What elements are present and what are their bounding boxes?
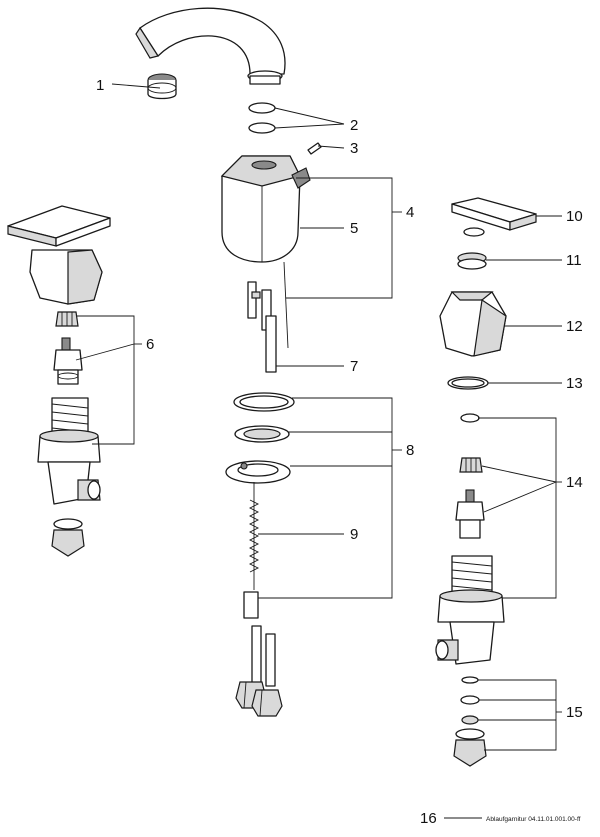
callout-numbers: 1 2 3 4 5 6 7 8 9 10 11 12 13 14 15 16 — [96, 77, 583, 827]
adapter-ring-right — [457, 252, 487, 270]
callout-10: 10 — [566, 208, 583, 225]
cartridge-rods — [247, 261, 289, 373]
spout — [135, 7, 286, 85]
aerator — [147, 73, 177, 100]
callout-16: 16 — [420, 810, 437, 827]
valve-assembly-right — [435, 413, 505, 665]
mixer-body — [220, 155, 311, 263]
callout-14: 14 — [566, 474, 583, 491]
threaded-rod — [243, 482, 260, 619]
mounting-rings — [225, 392, 295, 484]
leader-lines — [75, 83, 562, 819]
bottom-nut-left — [51, 518, 85, 557]
callout-7: 7 — [350, 358, 358, 375]
supply-hoses — [235, 625, 283, 717]
callout-4: 4 — [406, 204, 414, 221]
callout-12: 12 — [566, 318, 583, 335]
valve-body-left — [37, 397, 101, 505]
o-ring-right — [447, 376, 489, 390]
callout-15: 15 — [566, 704, 583, 721]
callout-9: 9 — [350, 526, 358, 543]
o-rings-spout — [248, 102, 276, 134]
handle-right — [451, 197, 537, 237]
valve-cartridge-left — [53, 337, 83, 385]
bottom-parts-right — [453, 676, 487, 767]
callout-13: 13 — [566, 375, 583, 392]
handle-cap-left — [29, 249, 103, 305]
spline-adapter-left — [55, 311, 79, 327]
callout-2: 2 — [350, 117, 358, 134]
callout-5: 5 — [350, 220, 358, 237]
handle-left — [7, 205, 111, 247]
grub-screw — [307, 142, 322, 155]
footnote-16: Ablaufgarnitur 04.11.01.001.00-ff — [486, 816, 581, 823]
callout-11: 11 — [566, 252, 582, 269]
callout-8: 8 — [406, 442, 414, 459]
callout-3: 3 — [350, 140, 358, 157]
callout-1: 1 — [96, 77, 104, 94]
callout-6: 6 — [146, 336, 154, 353]
handle-cap-right — [439, 291, 507, 357]
